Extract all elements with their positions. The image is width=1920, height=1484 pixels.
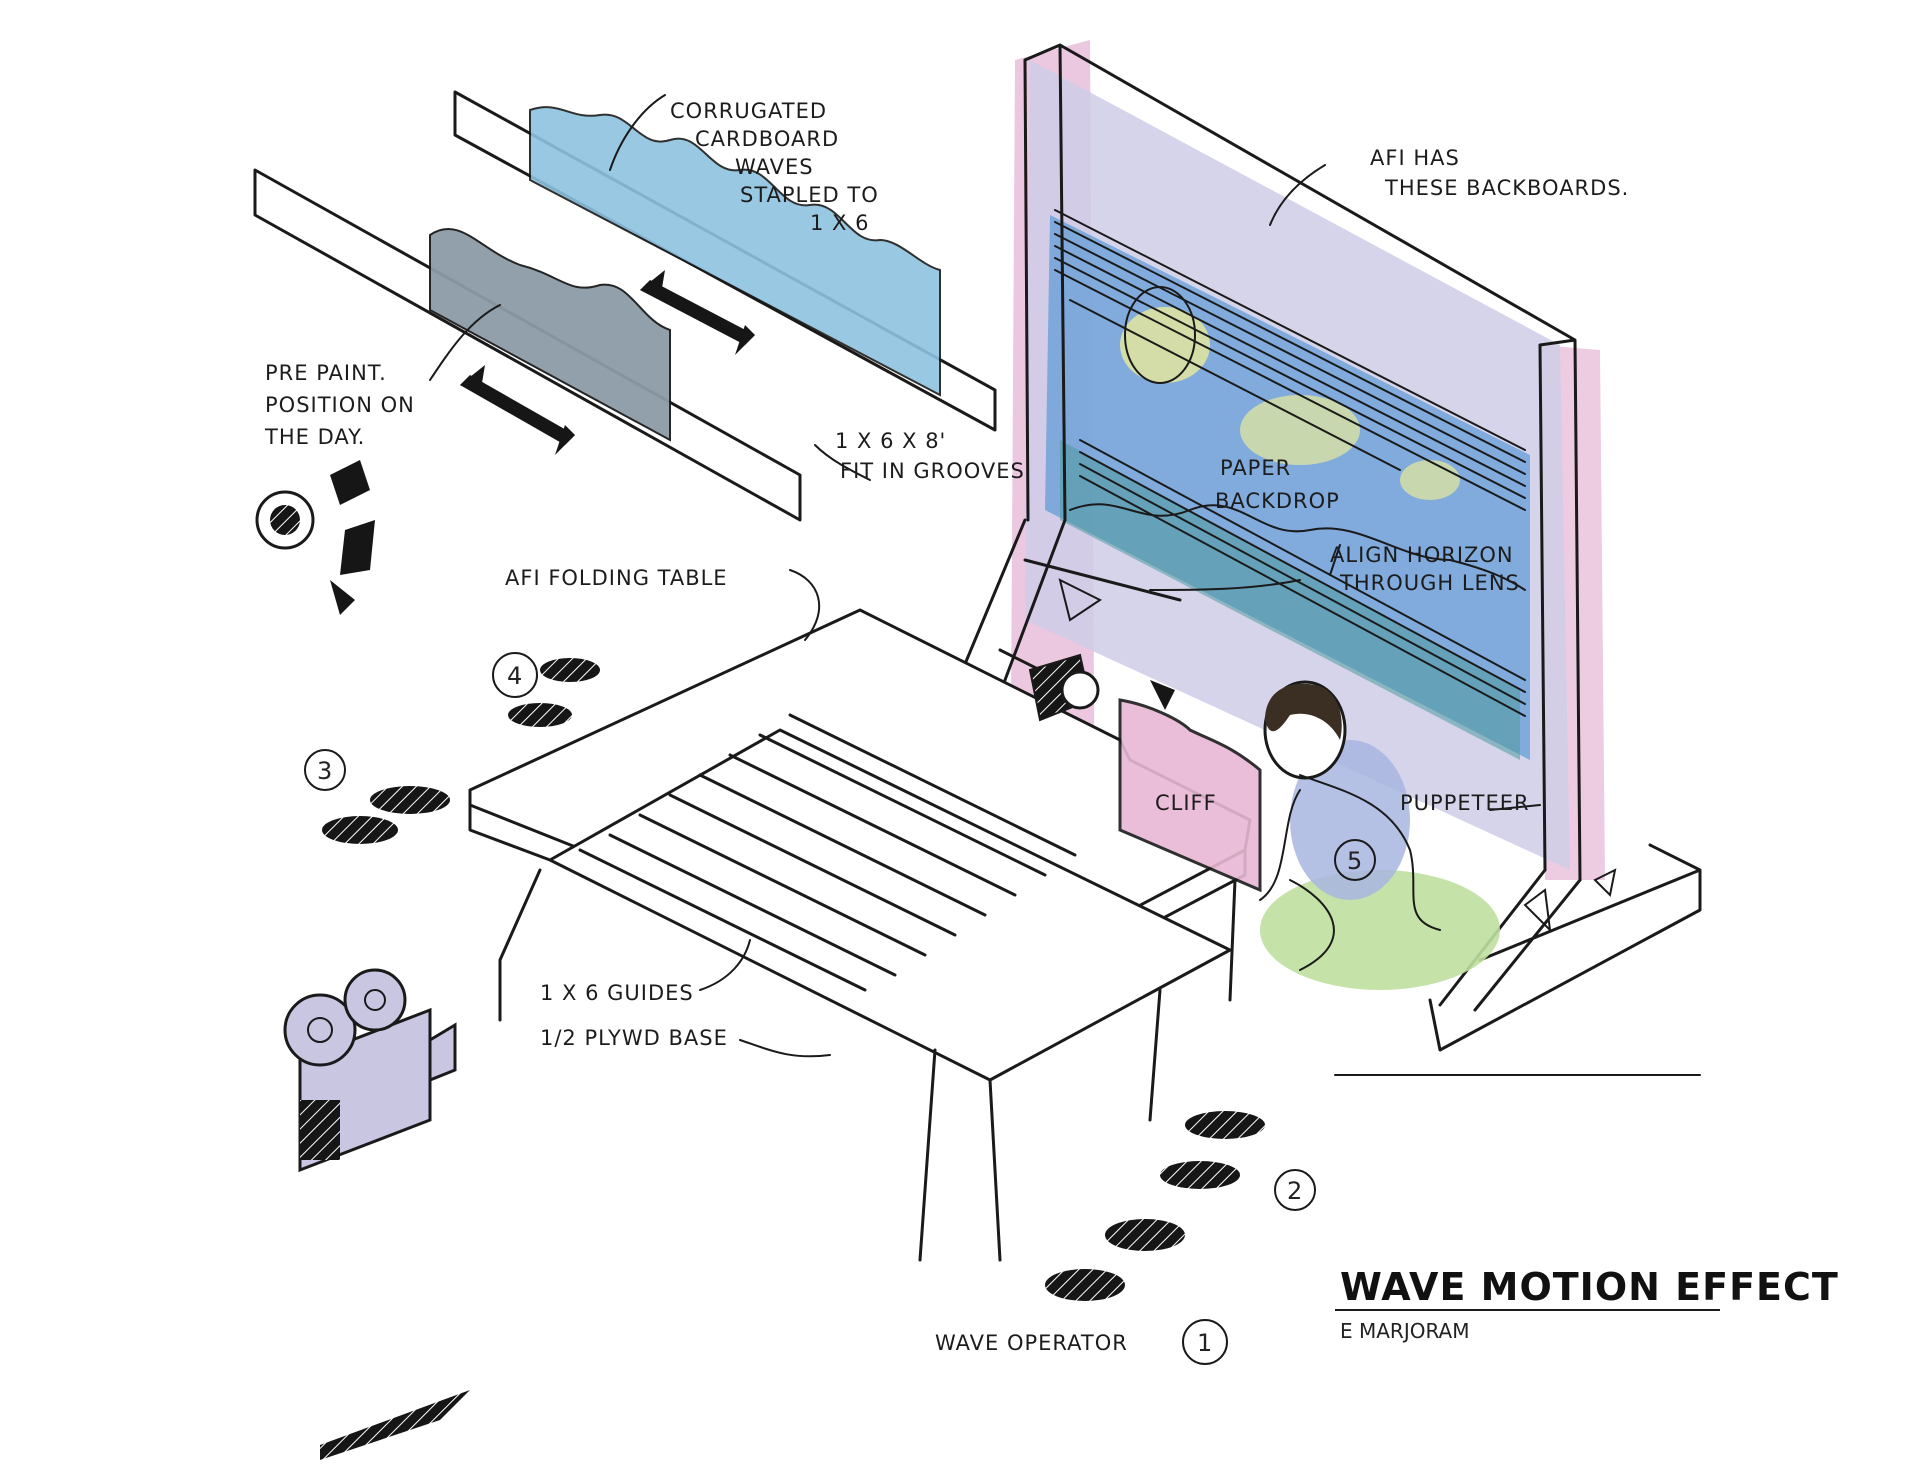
svg-text:PAPER: PAPER [1220,456,1291,480]
svg-text:4: 4 [507,662,522,690]
backdrop-lines [1054,209,1526,717]
svg-text:1 x 6 x 8': 1 x 6 x 8' [835,429,946,453]
backdrop-lower-teal [1060,440,1520,760]
prepaint-waves [429,228,671,442]
label-wave-operator: WAVE OPERATOR [935,1331,1128,1355]
number-marker-4: 4 [492,652,538,698]
label-folding-table: AFI FOLDING TABLE [505,566,728,590]
cloud-yellow-2 [1400,460,1460,500]
table-legs [498,868,1237,1262]
puppeteer-outline [1259,774,1441,971]
number-marker-1: 1 [1182,1319,1228,1365]
spotlight-icon [255,460,375,615]
leader-lines [429,94,1701,1076]
puppeteer-hair [1265,683,1342,740]
puppeteer [1259,680,1500,990]
svg-text:5: 5 [1347,847,1362,875]
backboard [948,40,1702,1052]
svg-text:WAVES: WAVES [735,155,814,179]
label-prepaint: PRE PAINT. POSITION ON THE DAY. [264,361,415,449]
svg-text:THE DAY.: THE DAY. [264,425,365,449]
svg-text:3: 3 [317,757,332,785]
puppeteer-body-wash [1290,740,1410,900]
label-align-horizon: ALIGN HORIZON THROUGH LENS [1330,543,1520,595]
footprint-icon [320,658,1265,1460]
left-triangle-brace [1058,578,1102,622]
label-cliff: CLIFF [1155,791,1217,815]
label-corrugated: CORRUGATED CARDBOARD WAVES STAPLED TO 1 … [670,99,879,235]
label-paper-backdrop: PAPER BACKDROP [1215,456,1340,513]
label-plywood: 1/2 PLYWD BASE [540,1026,728,1050]
wave-board-front [253,168,802,522]
label-puppeteer: PUPPETEER [1400,791,1530,815]
cliff-shape [1118,698,1262,893]
svg-text:FIT IN GROOVES: FIT IN GROOVES [840,459,1025,483]
cliff-cutout [1118,698,1262,893]
right-triangle-brace [1523,888,1552,933]
movie-camera-icon [283,968,457,1173]
label-guides: 1 x 6 GUIDES [540,981,694,1005]
svg-text:ALIGN HORIZON: ALIGN HORIZON [1330,543,1514,567]
label-board-spec: 1 x 6 x 8' FIT IN GROOVES [835,429,1025,483]
svg-text:1 x 6: 1 x 6 [810,211,869,235]
right-triangle-brace-2 [1593,868,1617,898]
arrow-icon [460,270,755,455]
backboard-frame [1023,43,1582,882]
backboard-leg-left [948,518,1182,722]
label-backboards: AFI HAS THESE BACKBOARDS. [1370,146,1629,200]
svg-text:BACKDROP: BACKDROP [1215,489,1340,513]
cloud-yellow [1240,395,1360,465]
plywood-base [548,728,1232,1082]
svg-text:1: 1 [1197,1329,1212,1357]
svg-text:THROUGH LENS: THROUGH LENS [1339,571,1520,595]
number-marker-5: 5 [1334,839,1376,881]
guides-1x6 [578,713,1077,992]
cardboard-waves [529,106,941,397]
svg-text:CARDBOARD: CARDBOARD [695,127,839,151]
wave-board-back [453,90,997,432]
spotlight-icon-2 [1028,653,1175,722]
svg-text:THESE BACKBOARDS.: THESE BACKBOARDS. [1384,176,1629,200]
number-marker-3: 3 [304,749,346,791]
svg-text:2: 2 [1287,1177,1302,1205]
svg-text:POSITION ON: POSITION ON [265,393,415,417]
number-marker-2: 2 [1274,1169,1316,1211]
svg-text:STAPLED TO: STAPLED TO [740,183,879,207]
svg-text:PRE PAINT.: PRE PAINT. [265,361,387,385]
author: E MARJORAM [1340,1319,1470,1343]
diagram-title: WAVE MOTION EFFECT [1340,1265,1839,1309]
svg-text:CORRUGATED: CORRUGATED [670,99,827,123]
svg-text:AFI HAS: AFI HAS [1370,146,1460,170]
